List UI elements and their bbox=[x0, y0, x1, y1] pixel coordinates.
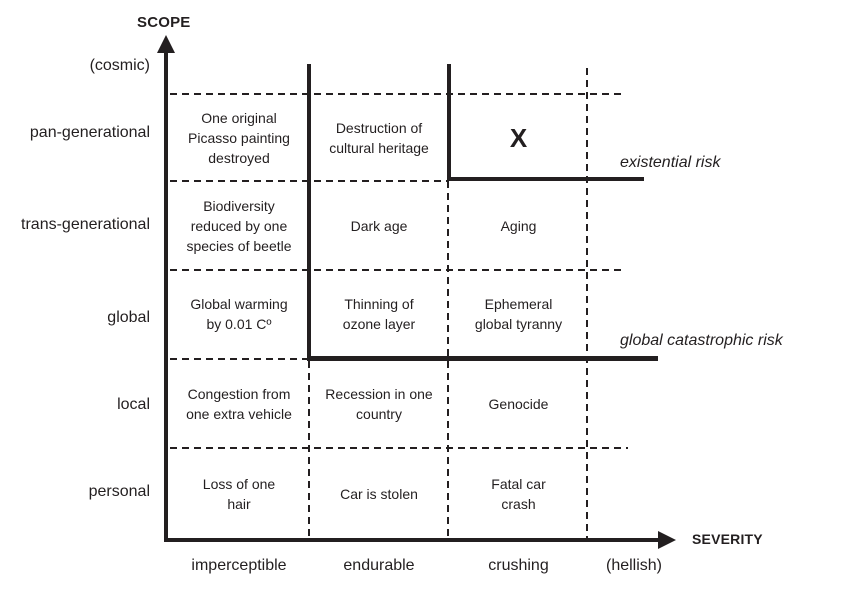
x-axis-line bbox=[164, 538, 660, 542]
cell-global-endurable: Thinning of ozone layer bbox=[342, 296, 416, 332]
y-axis-line bbox=[164, 49, 168, 540]
cell-pan-generational-imperceptible: One original Picasso painting destroyed bbox=[188, 110, 290, 166]
existential-risk-label: existential risk bbox=[620, 154, 721, 171]
x-axis-label-crushing: crushing bbox=[488, 557, 549, 574]
cell-trans-generational-crushing: Aging bbox=[500, 218, 537, 234]
gridline-row-local-personal bbox=[170, 447, 628, 449]
gridline-row-global-local bbox=[170, 358, 307, 360]
cell-personal-imperceptible: Loss of one hair bbox=[202, 475, 276, 512]
y-axis-label-global: global bbox=[107, 309, 150, 326]
gridline-row-cosmic-pan bbox=[170, 93, 623, 95]
gridline-col-imperceptible-endurable bbox=[308, 361, 310, 538]
x-axis-label-endurable: endurable bbox=[343, 557, 415, 574]
cell-trans-generational-imperceptible: Biodiversity reduced by one species of b… bbox=[186, 198, 292, 254]
cell-local-crushing: Genocide bbox=[488, 396, 549, 412]
cell-trans-generational-endurable: Dark age bbox=[350, 218, 408, 234]
y-axis-label-personal: personal bbox=[88, 483, 150, 500]
x-axis-label-hellish: (hellish) bbox=[605, 557, 662, 574]
y-axis-label-trans-generational: trans-generational bbox=[21, 216, 150, 233]
x-axis-arrowhead-icon bbox=[658, 531, 676, 549]
global-catastrophic-risk-label: global catastrophic risk bbox=[620, 332, 783, 349]
cell-personal-crushing: Fatal car crash bbox=[491, 475, 546, 512]
global-catastrophic-risk-boundary-vertical bbox=[307, 64, 311, 361]
cell-global-imperceptible: Global warming by 0.01 Cº bbox=[190, 296, 288, 332]
cell-personal-endurable: Car is stolen bbox=[340, 485, 418, 502]
existential-risk-boundary-vertical bbox=[447, 64, 451, 181]
severity-axis-title: SEVERITY bbox=[692, 531, 763, 547]
global-catastrophic-risk-boundary-horizontal bbox=[307, 356, 658, 361]
y-axis-label-cosmic: (cosmic) bbox=[89, 57, 150, 74]
existential-risk-boundary-horizontal bbox=[447, 177, 644, 181]
cell-local-endurable: Recession in one country bbox=[325, 386, 433, 422]
cell-global-crushing: Ephemeral global tyranny bbox=[474, 296, 563, 332]
gridline-col-crushing-hellish bbox=[586, 68, 588, 538]
cell-pan-generational-endurable: Destruction of cultural heritage bbox=[329, 120, 429, 156]
cell-local-imperceptible: Congestion from one extra vehicle bbox=[186, 386, 292, 422]
x-axis-label-imperceptible: imperceptible bbox=[191, 557, 287, 574]
x-marker: X bbox=[509, 123, 528, 153]
y-axis-arrowhead-icon bbox=[157, 35, 175, 53]
y-axis-label-pan-generational: pan-generational bbox=[29, 124, 150, 141]
gridline-row-trans-global bbox=[170, 269, 623, 271]
y-axis-label-local: local bbox=[117, 396, 150, 413]
scope-axis-title: SCOPE bbox=[137, 14, 191, 31]
